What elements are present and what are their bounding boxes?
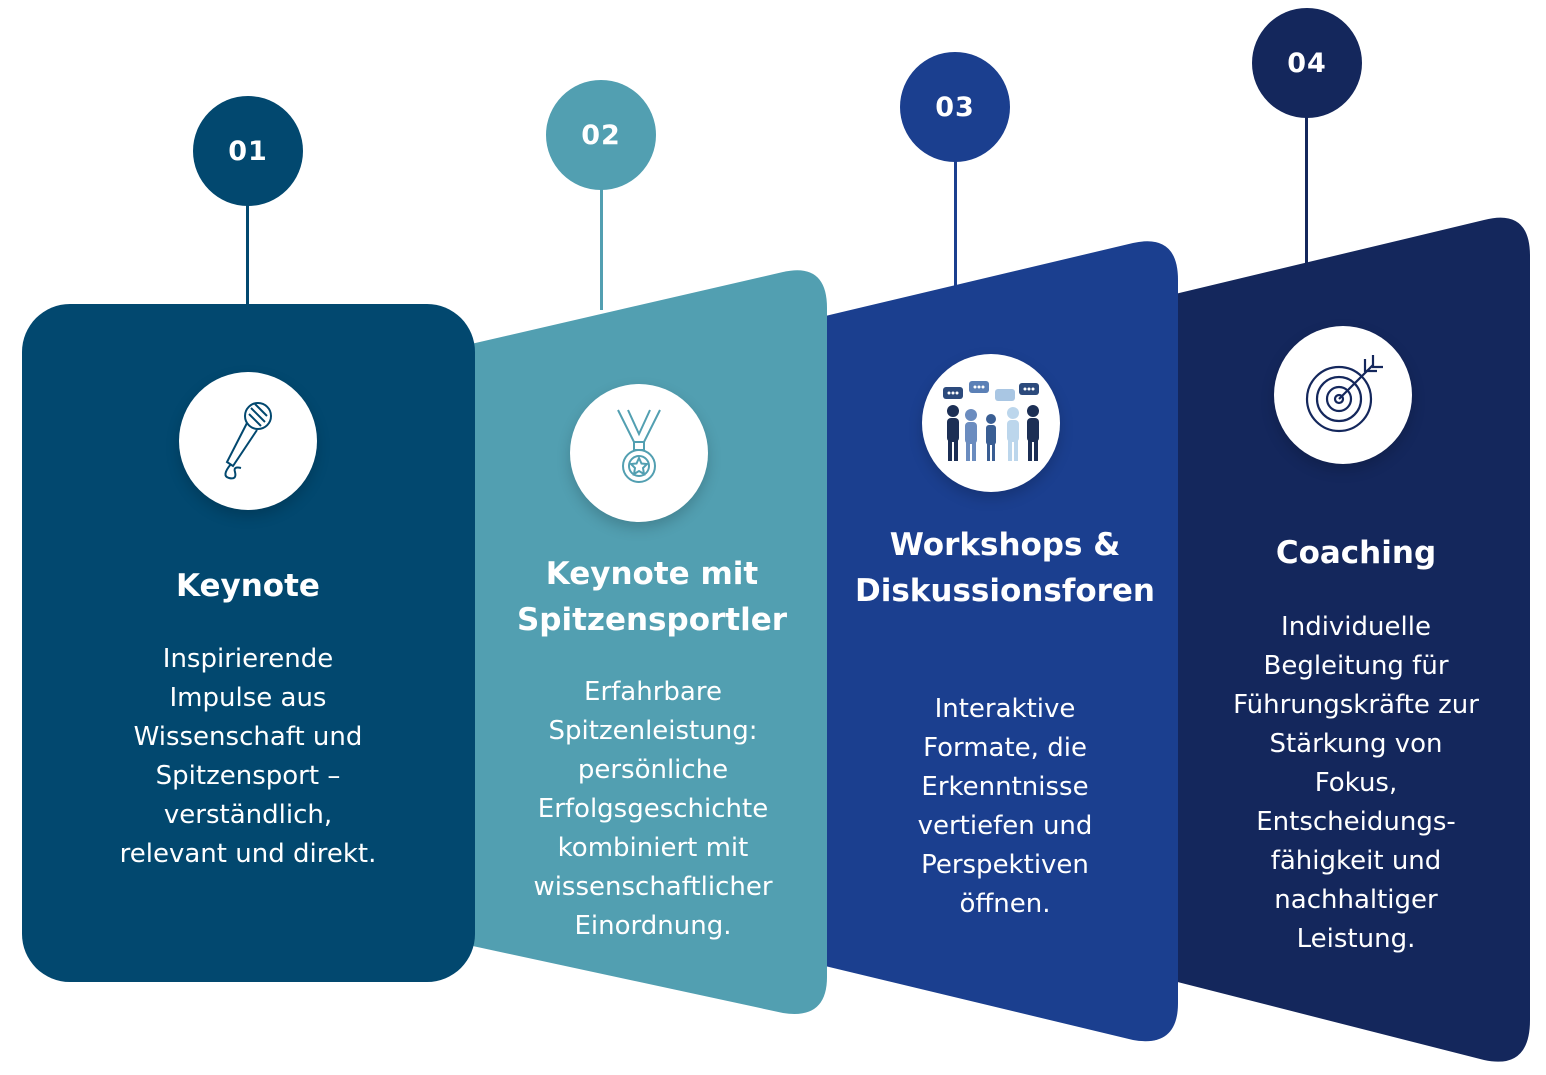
step-4-connector	[1305, 112, 1308, 264]
step-2-connector	[600, 184, 603, 310]
step-2-description: Erfahrbare Spitzenleistung: persönliche …	[533, 677, 773, 941]
step-panel-1	[22, 304, 475, 982]
step-panel-2	[445, 270, 827, 1014]
step-1-number: 01	[193, 96, 303, 206]
step-3-icon-circle	[922, 354, 1060, 492]
step-4-title: Coaching	[1275, 535, 1437, 571]
step-3-connector	[954, 158, 957, 288]
step-4-number: 04	[1252, 8, 1362, 118]
medal-icon	[617, 409, 661, 483]
target-icon	[1305, 355, 1383, 433]
step-panel-4	[1150, 217, 1530, 1062]
step-panel-3	[800, 241, 1178, 1042]
step-1-connector	[246, 200, 249, 304]
step-4-icon-circle	[1274, 326, 1412, 464]
step-3-title: Workshops & Diskussionsforen	[854, 527, 1155, 609]
step-1-title: Keynote	[176, 568, 320, 604]
microphone-icon	[224, 402, 272, 480]
step-4-description: Individuelle Begleitung für Führungskräf…	[1233, 612, 1479, 954]
step-2-icon-circle	[570, 384, 708, 522]
step-2-number: 02	[546, 80, 656, 190]
discussion-group-icon	[943, 381, 1039, 461]
step-1-icon-circle	[179, 372, 317, 510]
step-3-number: 03	[900, 52, 1010, 162]
step-2-title: Keynote mit Spitzensportler	[516, 556, 788, 638]
step-3-description: Interaktive Formate, die Erkenntnisse ve…	[917, 694, 1093, 919]
step-1-description: Inspirierende Impulse aus Wissenschaft u…	[119, 644, 377, 869]
